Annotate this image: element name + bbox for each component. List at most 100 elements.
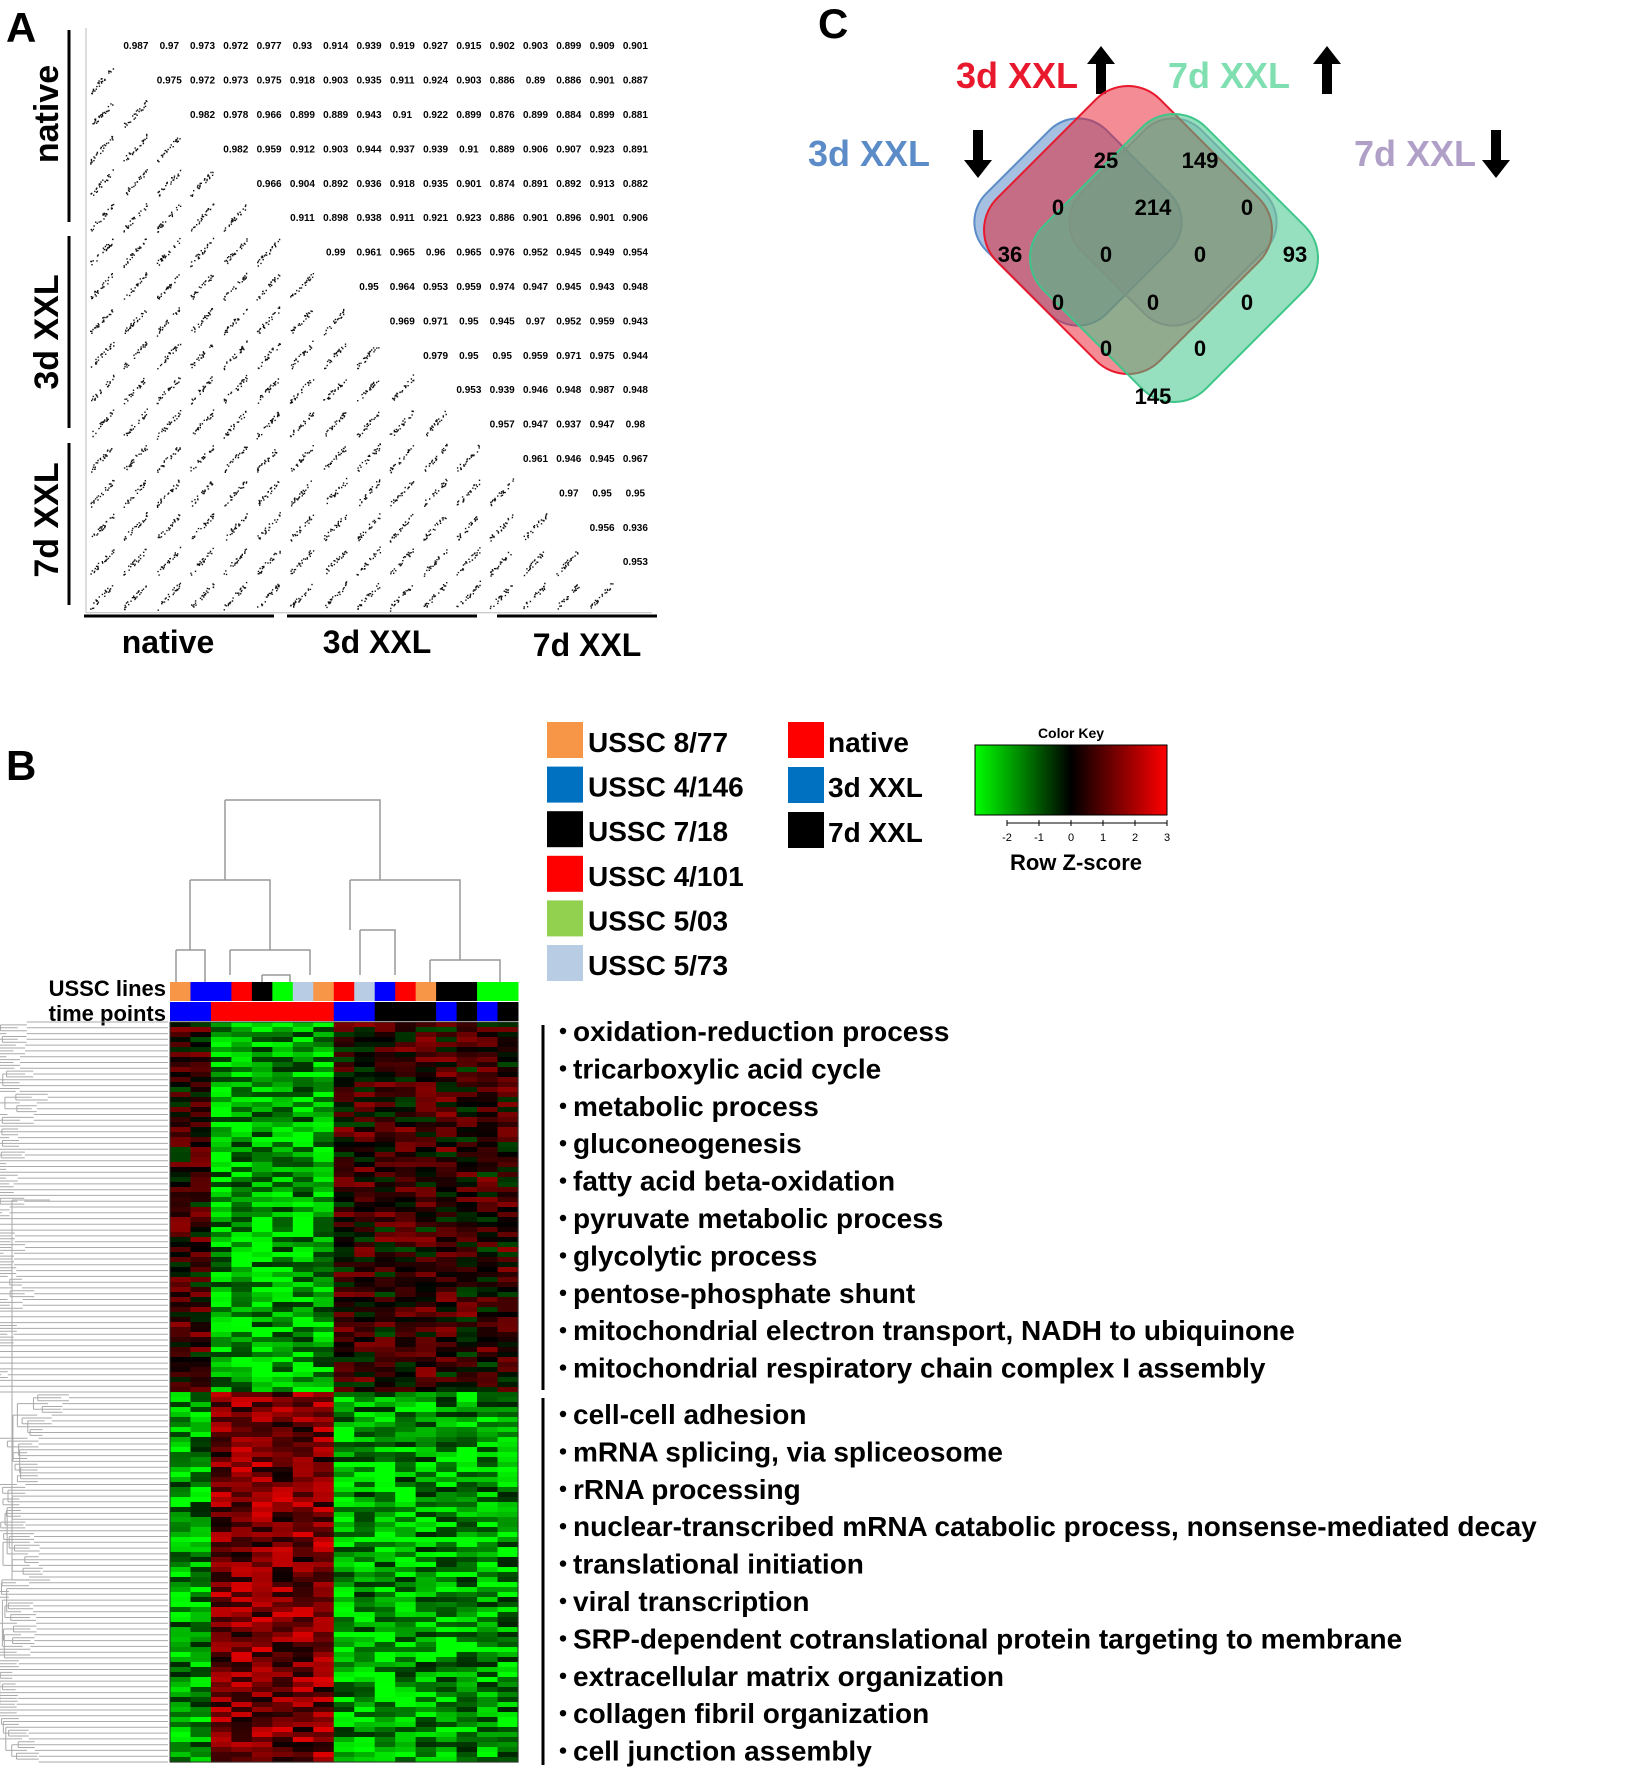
heatmap-cell (313, 1712, 335, 1718)
scatter-cell-14-13 (523, 513, 548, 541)
heatmap-cell (190, 1162, 212, 1168)
heatmap-cell (292, 1667, 314, 1673)
annotation-time-cell (190, 1002, 212, 1021)
heatmap-cell (436, 1322, 458, 1328)
heatmap-cell (415, 1307, 437, 1313)
heatmap-cell (333, 1592, 355, 1598)
heatmap-cell (374, 1172, 396, 1178)
heatmap-cell (272, 1672, 294, 1678)
heatmap-cell (210, 1292, 233, 1298)
go-cluster2-bullet-icon (559, 1672, 567, 1680)
heatmap-cell (497, 1437, 519, 1443)
heatmap-cell (456, 1122, 478, 1128)
heatmap-cell (292, 1422, 314, 1428)
heatmap-cell (251, 1577, 273, 1583)
heatmap-cell (333, 1597, 355, 1603)
heatmap-cell (190, 1617, 212, 1623)
heatmap-cell (395, 1687, 417, 1693)
heatmap-cell (456, 1647, 478, 1653)
heatmap-cell (190, 1357, 212, 1363)
scatter-cell-15-1 (123, 548, 147, 576)
heatmap-cell (497, 1112, 519, 1118)
scatter-points (91, 513, 115, 538)
heatmap-cell (477, 1052, 499, 1058)
correlation-value: 0.896 (556, 213, 581, 224)
heatmap-cell (333, 1472, 355, 1478)
heatmap-cell (292, 1262, 314, 1268)
heatmap-cell (251, 1282, 273, 1288)
go-cluster1-bullet-icon (559, 1364, 567, 1371)
heatmap-cell (231, 1752, 253, 1758)
heatmap-cell (292, 1072, 314, 1078)
heatmap-cell (170, 1097, 192, 1103)
heatmap-cell (190, 1567, 212, 1573)
heatmap-cell (456, 1227, 478, 1233)
heatmap-cell (170, 1437, 192, 1443)
heatmap-cell (210, 1267, 233, 1273)
heatmap-cell (313, 1662, 335, 1668)
heatmap-cell (272, 1027, 294, 1033)
heatmap-cell (436, 1392, 458, 1398)
heatmap-cell (313, 1107, 335, 1113)
heatmap-cell (313, 1102, 335, 1108)
heatmap-cell (272, 1217, 294, 1223)
heatmap-cell (436, 1372, 458, 1378)
heatmap-cell (374, 1032, 396, 1038)
heatmap-cell (272, 1032, 294, 1038)
heatmap-cell (333, 1372, 355, 1378)
heatmap-cell (374, 1287, 396, 1293)
heatmap-cell (415, 1687, 437, 1693)
heatmap-cell (354, 1407, 376, 1413)
heatmap-cell (313, 1637, 335, 1643)
heatmap-cell (333, 1587, 355, 1593)
heatmap-cell (477, 1227, 499, 1233)
heatmap-cell (333, 1652, 355, 1658)
heatmap-cell (497, 1417, 519, 1423)
heatmap-cell (456, 1632, 478, 1638)
heatmap-cell (251, 1402, 273, 1408)
correlation-value: 0.901 (623, 41, 648, 52)
heatmap-cell (456, 1732, 478, 1738)
heatmap-cell (456, 1717, 478, 1723)
heatmap-cell (251, 1432, 273, 1438)
heatmap-cell (231, 1277, 253, 1283)
heatmap-cell (313, 1227, 335, 1233)
heatmap-cell (354, 1742, 376, 1748)
scatter-points (123, 512, 148, 541)
heatmap-cell (272, 1567, 294, 1573)
heatmap-cell (231, 1327, 253, 1333)
scatter-cell-12-8 (357, 443, 381, 472)
heatmap-cell (374, 1317, 396, 1323)
heatmap-cell (251, 1602, 273, 1608)
heatmap-cell (395, 1487, 417, 1493)
heatmap-cell (374, 1622, 396, 1628)
heatmap-cell (190, 1507, 212, 1513)
heatmap-cell (333, 1557, 355, 1563)
heatmap-cell (251, 1752, 273, 1758)
heatmap-cell (436, 1527, 458, 1533)
heatmap-cell (374, 1697, 396, 1703)
heatmap-cell (231, 1162, 253, 1168)
correlation-value: 0.961 (523, 454, 548, 465)
heatmap-cell (436, 1257, 458, 1263)
heatmap-cell (333, 1512, 355, 1518)
heatmap-cell (395, 1352, 417, 1358)
heatmap-cell (395, 1467, 417, 1473)
heatmap-cell (210, 1682, 233, 1688)
correlation-value: 0.961 (356, 248, 381, 259)
heatmap-cell (170, 1622, 192, 1628)
heatmap-cell (272, 1402, 294, 1408)
heatmap-cell (354, 1362, 376, 1368)
heatmap-cell (477, 1092, 499, 1098)
heatmap-cell (374, 1402, 396, 1408)
heatmap-cell (436, 1027, 458, 1033)
go-cluster2-bullet-icon (559, 1410, 567, 1418)
heatmap-cell (231, 1522, 253, 1528)
heatmap-cell (333, 1157, 355, 1163)
heatmap-cell (292, 1712, 314, 1718)
heatmap-cell (272, 1577, 294, 1583)
heatmap-cell (354, 1052, 376, 1058)
heatmap-cell (374, 1657, 396, 1663)
heatmap-cell (313, 1742, 335, 1748)
go-cluster1-bullet-icon (559, 1289, 567, 1297)
